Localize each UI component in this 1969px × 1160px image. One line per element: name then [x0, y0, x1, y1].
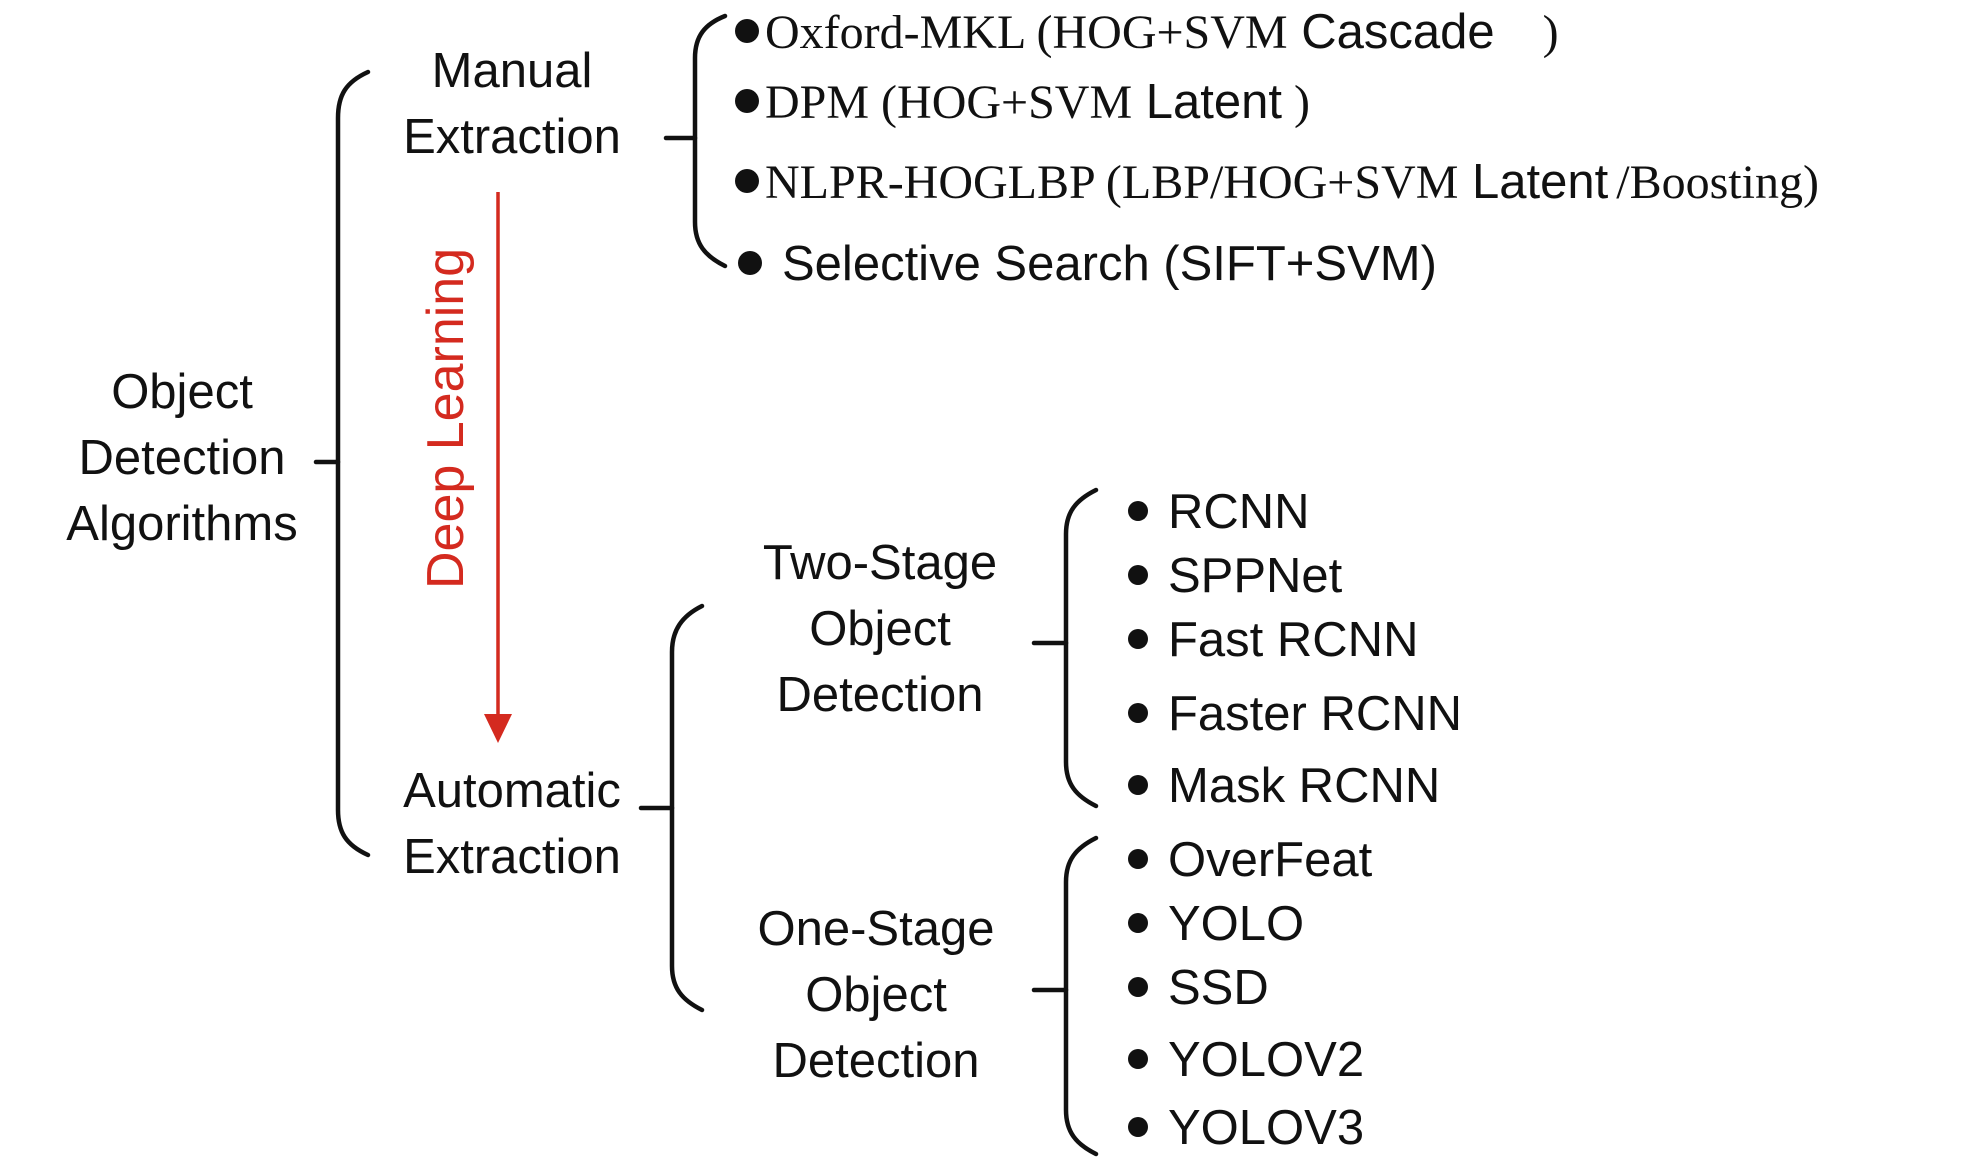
manual-item-nlpr: NLPR-HOGLBP (LBP/HOG+SVM Latent/Boosting… [735, 152, 1819, 213]
manual-line: Manual [431, 44, 593, 98]
bullet-icon [735, 169, 759, 194]
automatic-line: Extraction [403, 830, 621, 884]
two-stage-node: Two-Stage Object Detection [735, 530, 1025, 728]
two-stage-item: Fast RCNN [1128, 610, 1418, 670]
two-stage-item: SPPNet [1128, 546, 1342, 606]
manual-item-selective-search: Selective Search (SIFT+SVM) [738, 234, 1437, 294]
two-stage-line: Object [809, 602, 951, 656]
one-stage-item: YOLOV2 [1128, 1030, 1364, 1090]
manual-item-dpm: DPM (HOG+SVM Latent) [735, 72, 1310, 133]
bullet-icon [738, 251, 762, 276]
two-stage-line: Two-Stage [762, 536, 998, 590]
one-stage-line: Object [805, 968, 947, 1022]
one-stage-item: OverFeat [1128, 830, 1372, 890]
two-stage-item: RCNN [1128, 482, 1310, 542]
automatic-line: Automatic [403, 764, 621, 818]
one-stage-brace [1063, 835, 1099, 1157]
bullet-icon [1128, 1117, 1148, 1138]
manual-item-oxford: Oxford-MKL (HOG+SVM Cascade) [735, 2, 1559, 63]
deep-learning-arrowhead [484, 714, 512, 743]
two-stage-brace [1063, 487, 1099, 809]
manual-brace [692, 13, 728, 269]
one-stage-item: YOLOV3 [1128, 1098, 1364, 1158]
bullet-icon [1128, 849, 1148, 870]
automatic-extraction-node: Automatic Extraction [370, 758, 654, 890]
root-line: Object [111, 365, 253, 419]
bullet-icon [1128, 913, 1148, 934]
bullet-icon [1128, 703, 1148, 724]
one-stage-line: Detection [772, 1034, 980, 1088]
automatic-brace [669, 603, 705, 1013]
bullet-icon [735, 19, 759, 44]
manual-line: Extraction [403, 110, 621, 164]
root-line: Algorithms [66, 497, 298, 551]
one-stage-item: SSD [1128, 958, 1269, 1018]
bullet-icon [1128, 1049, 1148, 1070]
one-stage-node: One-Stage Object Detection [731, 896, 1021, 1094]
root-node: Object Detection Algorithms [32, 359, 332, 557]
bullet-icon [1128, 629, 1148, 650]
bullet-icon [735, 89, 759, 114]
bullet-icon [1128, 775, 1148, 796]
two-stage-item: Faster RCNN [1128, 684, 1462, 744]
bullet-icon [1128, 977, 1148, 998]
bullet-icon [1128, 501, 1148, 522]
deep-learning-label: Deep Learning [417, 247, 475, 589]
two-stage-item: Mask RCNN [1128, 756, 1440, 816]
main-brace [335, 69, 371, 858]
one-stage-line: One-Stage [757, 902, 995, 956]
bullet-icon [1128, 565, 1148, 586]
one-stage-item: YOLO [1128, 894, 1304, 954]
manual-extraction-node: Manual Extraction [370, 38, 654, 170]
two-stage-line: Detection [776, 668, 984, 722]
root-line: Detection [78, 431, 286, 485]
